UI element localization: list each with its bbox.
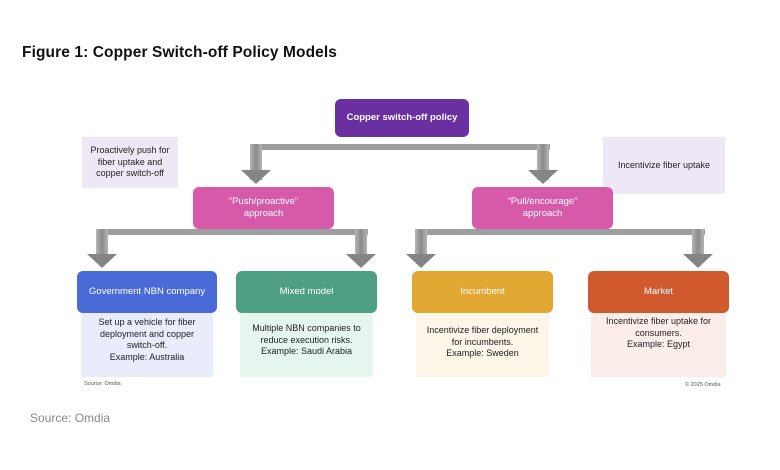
push-approach-node: "Push/proactive" approach xyxy=(193,187,334,229)
root-label: Copper switch-off policy xyxy=(346,112,458,124)
desc-mixed: Multiple NBN companies to reduce executi… xyxy=(240,313,373,377)
desc-line: reduce execution risks. xyxy=(260,334,353,345)
push-approach-line1: "Push/proactive" xyxy=(228,196,299,208)
model-label: Mixed model xyxy=(279,286,334,298)
arrow-down-icon xyxy=(87,254,117,268)
push-note: Proactively push for fiber uptake and co… xyxy=(82,137,178,188)
push-connector xyxy=(87,229,376,268)
model-label: Market xyxy=(643,286,674,298)
push-note-text: Proactively push for fiber uptake and co… xyxy=(90,144,170,179)
desc-line: Example: Egypt xyxy=(626,339,691,350)
desc-line: Multiple NBN companies to xyxy=(252,323,361,333)
copyright-label: © 2025 Omdia xyxy=(685,382,721,388)
desc-line: Incentivize fiber deployment xyxy=(426,325,539,335)
model-mixed: Mixed model xyxy=(236,271,377,313)
arrow-down-icon xyxy=(406,254,436,268)
desc-line: switch-off. xyxy=(126,340,168,351)
inner-source-label: Source: Omdia xyxy=(84,381,121,387)
arrow-down-icon xyxy=(528,170,558,184)
desc-incumbent: Incentivize fiber deployment for incumbe… xyxy=(416,313,549,377)
pull-approach-line2: approach xyxy=(522,208,563,219)
root-node: Copper switch-off policy xyxy=(335,99,469,137)
desc-line: Set up a vehicle for fiber xyxy=(98,317,196,327)
model-incumbent: Incumbent xyxy=(412,271,553,313)
figure-title: Figure 1: Copper Switch-off Policy Model… xyxy=(22,44,337,61)
pull-approach-line1: "Pull/encourage" xyxy=(507,196,578,208)
desc-government-nbn: Set up a vehicle for fiber deployment an… xyxy=(81,313,213,377)
desc-line: Example: Saudi Arabia xyxy=(260,346,353,357)
pull-approach-node: "Pull/encourage" approach xyxy=(472,187,613,229)
pull-note: Incentivize fiber uptake xyxy=(603,137,725,194)
arrow-down-icon xyxy=(683,254,713,268)
push-approach-line2: approach xyxy=(243,208,284,219)
desc-line: Example: Australia xyxy=(109,352,185,363)
arrow-down-icon xyxy=(241,170,271,184)
pull-note-text: Incentivize fiber uptake xyxy=(617,159,711,170)
outer-source-label: Source: Omdia xyxy=(30,411,111,425)
root-connector xyxy=(241,144,558,184)
desc-market: Incentivize fiber uptake for consumers. … xyxy=(591,313,726,377)
desc-line: deployment and copper xyxy=(99,328,195,339)
desc-line: Example: Sweden xyxy=(446,348,519,359)
arrow-down-icon xyxy=(346,254,376,268)
desc-line: consumers. xyxy=(635,327,682,338)
model-label: Government NBN company xyxy=(88,286,206,298)
pull-connector xyxy=(406,229,713,268)
model-label: Incumbent xyxy=(460,286,505,298)
desc-line: Incentivize fiber uptake for xyxy=(605,316,712,326)
model-government-nbn: Government NBN company xyxy=(77,271,217,313)
model-market: Market xyxy=(588,271,729,313)
desc-line: for incumbents. xyxy=(451,336,514,347)
